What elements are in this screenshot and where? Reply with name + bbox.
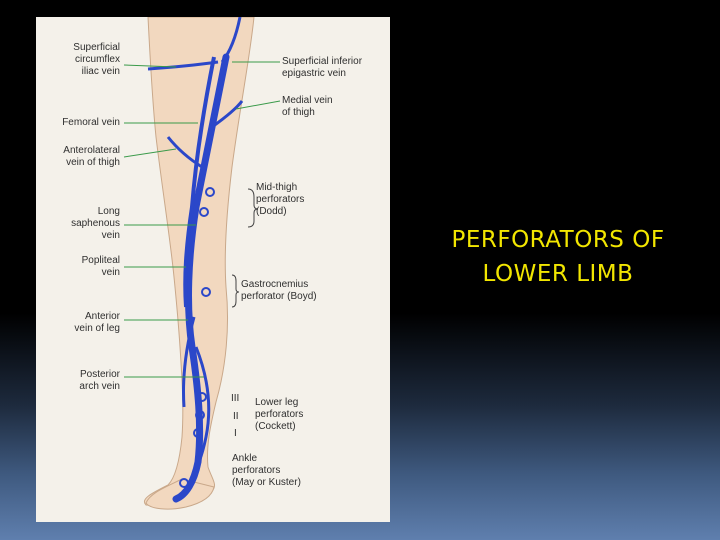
label-long-saphenous-vein: Long saphenous vein (40, 206, 120, 242)
label-mid-thigh-perforators: Mid-thigh perforators (Dodd) (256, 182, 356, 218)
label-femoral-vein: Femoral vein (40, 117, 120, 129)
label-posterior-arch-vein: Posterior arch vein (40, 369, 120, 393)
slide-title-line-1: PERFORATORS OF (408, 223, 708, 257)
slide-title-line-2: LOWER LIMB (408, 257, 708, 291)
label-superficial-inferior-epigastric-vein: Superficial inferior epigastric vein (282, 56, 388, 80)
leg-vein-diagram: Superficial circumflex iliac vein Femora… (36, 17, 390, 522)
label-superficial-circumflex-iliac-vein: Superficial circumflex iliac vein (40, 42, 120, 78)
label-gastrocnemius-perforator: Gastrocnemius perforator (Boyd) (241, 279, 381, 303)
label-lower-leg-perforators: Lower leg perforators (Cockett) (255, 397, 355, 433)
cockett-numeral-iii: III (231, 393, 245, 405)
label-anterolateral-vein-of-thigh: Anterolateral vein of thigh (40, 145, 120, 169)
cockett-numeral-i: I (234, 428, 244, 440)
label-ankle-perforators: Ankle perforators (May or Kuster) (232, 453, 352, 489)
slide-title: PERFORATORS OF LOWER LIMB (408, 223, 708, 291)
cockett-numeral-ii: II (233, 411, 245, 423)
bracket-boyd (232, 275, 239, 307)
label-medial-vein-of-thigh: Medial vein of thigh (282, 95, 382, 119)
label-popliteal-vein: Popliteal vein (40, 255, 120, 279)
label-anterior-vein-of-leg: Anterior vein of leg (40, 311, 120, 335)
